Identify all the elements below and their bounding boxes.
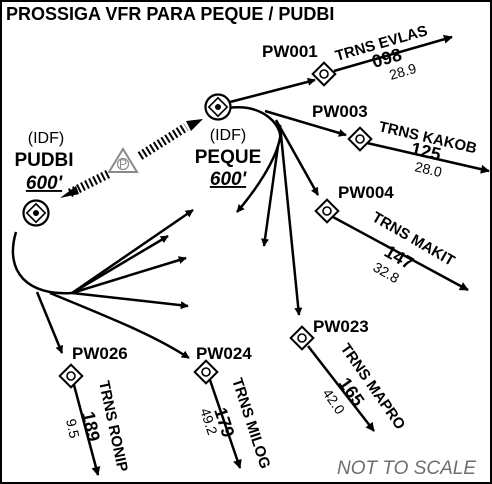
fix-label-pw003: PW003: [312, 102, 368, 121]
pudbi-turn-and-spokes: [11, 208, 194, 360]
fix-label-pw023: PW023: [313, 317, 369, 336]
distance-ronip: 9.5: [63, 417, 83, 440]
peque-tag: (IDF): [210, 127, 246, 144]
pudbi-altitude: 600': [26, 173, 64, 194]
fix-label-pw001: PW001: [262, 42, 318, 61]
fix-pw023: PW023: [289, 317, 369, 351]
arrowhead-to-pudbi: [60, 186, 79, 198]
fix-diamond-icon: [289, 325, 315, 351]
fix-diamond-icon: [314, 198, 340, 224]
fix-diamond-icon: [347, 126, 373, 152]
chart-title: PROSSIGA VFR PARA PEQUE / PUDBI: [6, 4, 334, 24]
distance-evlas: 28.9: [387, 60, 418, 83]
fix-pw004: PW004: [314, 183, 394, 224]
fix-pw003: PW003: [312, 102, 373, 152]
fix-label-pw026: PW026: [72, 344, 128, 363]
peque-altitude: 600': [210, 169, 248, 190]
pudbi-point: (IDF) PUDBI 600': [14, 130, 74, 227]
svg-text:P: P: [119, 157, 127, 171]
parking-triangle-icon: P: [107, 147, 139, 173]
fix-pw001: PW001: [262, 42, 337, 87]
fix-diamond-icon: [58, 363, 84, 389]
pudbi-tag: (IDF): [28, 130, 64, 147]
arrowhead-to-peque: [186, 119, 203, 131]
distance-kakob: 28.0: [413, 158, 443, 180]
fix-label-pw024: PW024: [196, 344, 252, 363]
fix-pw024: PW024: [193, 344, 252, 385]
peque-fan: [227, 77, 347, 316]
fix-diamond-icon: [193, 359, 219, 385]
fix-label-pw004: PW004: [338, 183, 394, 202]
fix-diamond-icon: [311, 61, 337, 87]
transition-legs: [72, 34, 490, 476]
pudbi-name: PUDBI: [14, 150, 73, 171]
pudbi-peque-connection: [60, 119, 203, 198]
peque-point: (IDF) PEQUE 600': [195, 93, 262, 190]
not-to-scale-note: NOT TO SCALE: [337, 458, 476, 479]
peque-name: PEQUE: [195, 147, 262, 168]
fix-pw026: PW026: [58, 344, 128, 389]
